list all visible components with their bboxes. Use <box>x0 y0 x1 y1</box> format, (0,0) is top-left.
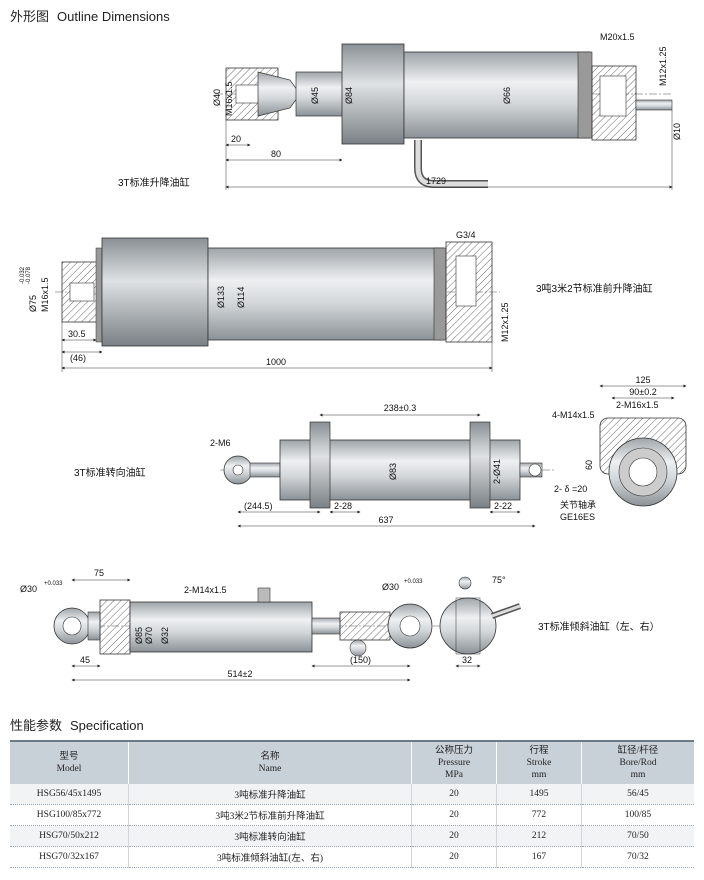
dim-delta20: 2- δ =20 <box>554 484 587 494</box>
dim-d32: Ø32 <box>160 627 170 644</box>
bearing-label-zh: 关节轴承 <box>560 499 596 510</box>
dim-2-22: 2-22 <box>494 501 512 511</box>
dim-150: (150) <box>350 655 371 665</box>
dim-d40: Ø40 <box>212 89 222 106</box>
dim-d30b-tol: +0.033 <box>404 579 423 585</box>
dim-m20: M20x1.5 <box>600 32 635 42</box>
dim-d75: Ø75 <box>28 295 38 312</box>
dim-d30b: Ø30 <box>382 582 399 592</box>
dim-d45: Ø45 <box>310 87 320 104</box>
dim-m16-2: M16x1.5 <box>40 277 50 312</box>
dim-514: 514±2 <box>228 669 253 679</box>
dim-d84: Ø84 <box>344 87 354 104</box>
dim-m14-2: 2-M14x1.5 <box>184 585 227 595</box>
drawing-3-steering-cylinder: 238±0.3 2-M6 Ø83 2-Ø41 (244.5) 2-28 2-22… <box>74 375 687 528</box>
dim-30-5: 30.5 <box>68 329 86 339</box>
dim-m14: 4-M14x1.5 <box>552 410 595 420</box>
dim-32: 32 <box>462 655 472 665</box>
dim-20: 20 <box>231 134 241 144</box>
dim-238: 238±0.3 <box>384 403 416 413</box>
dim-length: 1729 <box>426 176 446 186</box>
dim-m16-3: 2-M16x1.5 <box>616 400 659 410</box>
dim-d70: Ø70 <box>144 627 154 644</box>
dim-244-5: (244.5) <box>244 501 273 511</box>
caption-2: 3吨3米2节标准前升降油缸 <box>536 282 653 295</box>
drawing-2-front-lift-cylinder: 1000 30.5 (46) Ø75 -0.032 -0.078 M16x1.5… <box>20 230 653 372</box>
dim-125: 125 <box>635 375 650 385</box>
dim-d10: Ø10 <box>672 123 682 140</box>
dim-d30a: Ø30 <box>20 584 37 594</box>
dim-46: (46) <box>70 353 86 363</box>
drawing-1-lift-cylinder: 1729 20 80 Ø40 M16x1.5 Ø45 Ø84 Ø66 M20x1… <box>118 32 682 190</box>
caption-1: 3T标准升降油缸 <box>118 176 190 189</box>
dim-d75-tol-up: -0.032 <box>20 266 26 284</box>
caption-4: 3T标准倾斜油缸（左、右） <box>538 620 660 633</box>
dim-d83: Ø83 <box>388 463 398 480</box>
dim-637: 637 <box>378 515 393 525</box>
dim-d41: 2-Ø41 <box>492 459 502 484</box>
dim-m12-2: M12x1.25 <box>500 302 510 342</box>
dim-angle: 75° <box>492 575 506 585</box>
dim-g34: G3/4 <box>456 230 476 240</box>
caption-3: 3T标准转向油缸 <box>74 466 146 479</box>
dim-80: 80 <box>271 149 281 159</box>
drawing-4-tilt-cylinder: 75 Ø30 +0.033 2-M14x1.5 Ø85 Ø70 Ø32 Ø30 … <box>20 568 660 682</box>
dim-m16: M16x1.5 <box>224 81 234 116</box>
dim-length-2: 1000 <box>266 357 286 367</box>
dim-2-28: 2-28 <box>334 501 352 511</box>
dim-d75-tol-lo: -0.078 <box>26 266 32 284</box>
dim-m12: M12x1.25 <box>658 46 668 86</box>
dim-90: 90±0.2 <box>629 387 656 397</box>
dim-d85: Ø85 <box>134 627 144 644</box>
bearing-label: GE16ES <box>560 512 595 522</box>
dim-m6: 2-M6 <box>210 438 231 448</box>
dim-60: 60 <box>584 460 594 470</box>
dim-75: 75 <box>94 568 104 578</box>
dim-d66: Ø66 <box>502 87 512 104</box>
dim-d133: Ø133 <box>216 286 226 308</box>
dim-d30a-tol: +0.033 <box>44 581 63 587</box>
dim-d114: Ø114 <box>236 287 246 308</box>
dim-45: 45 <box>80 655 90 665</box>
